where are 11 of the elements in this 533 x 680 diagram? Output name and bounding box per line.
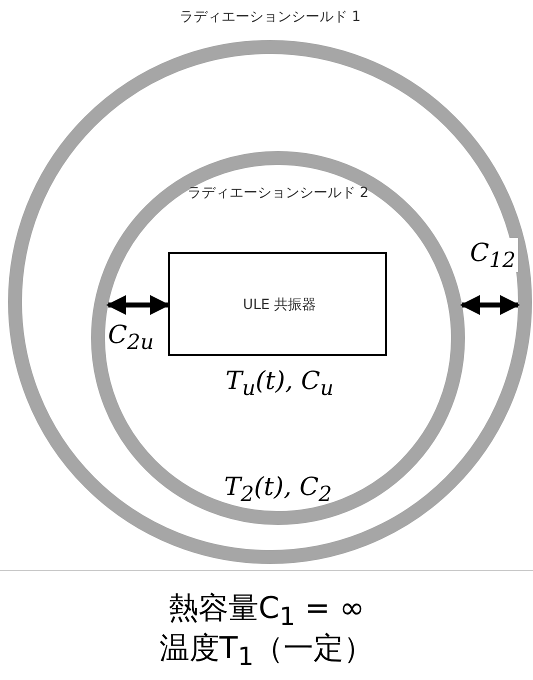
shield-label: ラディエーションシールド 1 [179, 9, 361, 25]
double-arrow [460, 295, 520, 315]
edge-label: C$_{12}$ [468, 238, 518, 272]
shield-label: ラディエーションシールド 2 [187, 185, 369, 201]
temperature-label: T$_{u}$(t), C$_{u}$ [225, 366, 334, 395]
note-text: 温度T$_{1}$（一定） [159, 631, 374, 666]
radiation-shield-ring [90, 150, 466, 526]
note-text: 熱容量C$_{1}$ = ∞ [168, 591, 365, 626]
double-arrow [106, 295, 170, 315]
resonator-label: ULE 共振器 [242, 297, 316, 313]
temperature-label: T$_{2}$(t), C$_{2}$ [224, 472, 332, 501]
